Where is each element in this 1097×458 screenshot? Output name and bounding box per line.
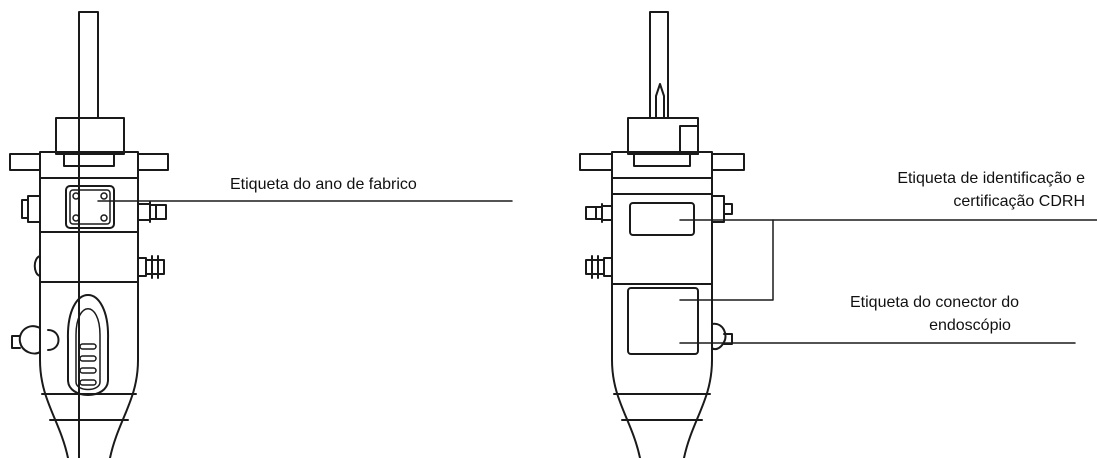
right-top-collar — [627, 117, 699, 155]
left-endoscope-view — [9, 11, 169, 458]
id-cert-label-line1: Etiqueta de identificação e — [897, 170, 1085, 187]
right-side-knob — [711, 322, 733, 351]
plate-screw-icon — [100, 214, 108, 222]
left-side-nozzle-upper — [137, 201, 167, 223]
leader-id-cert-elbow — [679, 219, 774, 301]
left-top-collar — [55, 117, 125, 155]
right-valve-nozzle — [585, 255, 613, 279]
left-valve-nozzle — [137, 255, 165, 279]
left-wing-right — [137, 153, 169, 171]
right-side-stub — [711, 195, 733, 223]
year-of-manufacture-label: Etiqueta do ano de fabrico — [230, 176, 417, 193]
grip-slot — [79, 367, 97, 374]
plate-screw-icon — [100, 192, 108, 200]
right-wing-right — [711, 153, 745, 171]
connector-label-line2: endoscópio — [929, 317, 1011, 334]
right-endoscope-view — [579, 11, 745, 458]
right-side-nozzle-upper — [585, 203, 613, 223]
right-collar-band — [633, 153, 691, 167]
left-lower-body — [39, 231, 139, 458]
id-cert-label-plate — [629, 202, 695, 236]
left-side-bump — [33, 255, 41, 277]
left-grip-pocket-inner — [75, 308, 101, 391]
plate-screw-icon — [72, 192, 80, 200]
right-wing-left — [579, 153, 613, 171]
right-upper-body — [611, 151, 713, 361]
left-collar-band — [63, 153, 115, 167]
grip-slot — [79, 343, 97, 350]
left-upper-body — [39, 151, 139, 233]
id-cert-label-line2: certificação CDRH — [953, 193, 1085, 210]
right-shaft — [649, 11, 669, 119]
left-side-knob — [11, 325, 60, 355]
left-wing-left — [9, 153, 41, 171]
right-collar-tab — [679, 125, 699, 155]
connector-label-line1: Etiqueta do conector do — [850, 294, 1020, 311]
connector-label-plate — [627, 287, 699, 355]
left-shaft — [78, 11, 99, 458]
grip-slot — [79, 379, 97, 386]
right-lower-body — [611, 359, 713, 458]
left-grip-pocket — [66, 294, 110, 396]
right-bottom-band — [613, 393, 711, 421]
left-side-stub — [21, 195, 41, 223]
year-label-plate-inner — [69, 189, 111, 225]
leader-lines — [97, 200, 1097, 344]
year-label-plate — [65, 185, 115, 229]
plate-screw-icon — [72, 214, 80, 222]
left-bottom-band — [41, 393, 137, 421]
right-shaft-tip — [655, 83, 665, 119]
grip-slot — [79, 355, 97, 362]
